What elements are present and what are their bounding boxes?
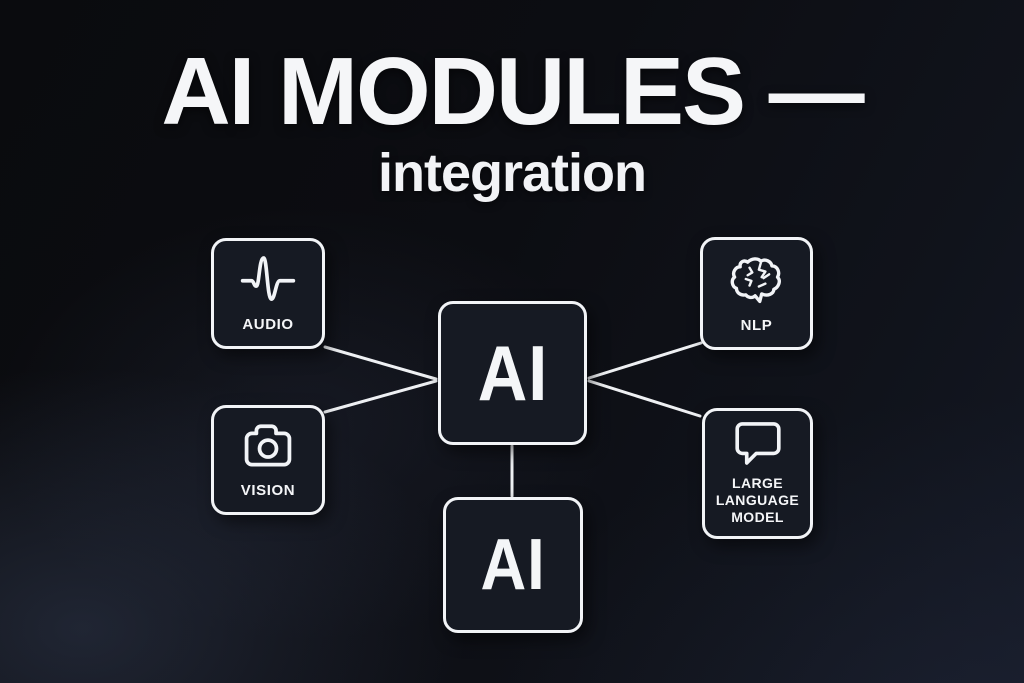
edge-llm-ai [587, 379, 702, 418]
camera-icon [214, 408, 322, 482]
node-label-ai-bottom: AI [480, 525, 546, 605]
page-subtitle: integration [378, 143, 647, 203]
node-audio: AUDIO [211, 238, 325, 349]
node-nlp: NLP [700, 237, 813, 350]
node-label-vision: VISION [240, 482, 296, 499]
node-llm: LARGE LANGUAGE MODEL [702, 408, 813, 539]
node-label-ai-center: AI [477, 329, 548, 417]
node-ai-center: AI [438, 301, 587, 445]
node-label-nlp: NLP [740, 317, 773, 334]
edge-vision-ai [323, 379, 438, 414]
edge-nlp-ai [587, 341, 703, 380]
node-label-llm: LARGE LANGUAGE MODEL [715, 475, 800, 525]
edge-audio-ai [323, 345, 438, 381]
brain-icon [703, 240, 810, 317]
header: AI MODULES — integration [0, 38, 1024, 203]
node-ai-bottom: AI [443, 497, 583, 633]
page-title: AI MODULES — [161, 38, 864, 145]
speech-bubble-icon [705, 411, 810, 475]
node-label-audio: AUDIO [242, 316, 294, 333]
waveform-icon [214, 241, 322, 316]
node-vision: VISION [211, 405, 325, 515]
